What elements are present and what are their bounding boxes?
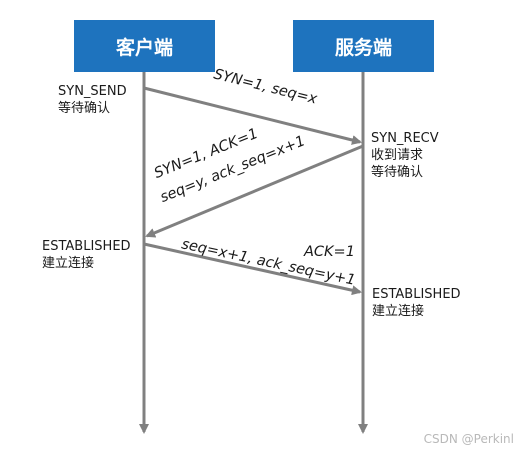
client-title: 客户端 (115, 36, 173, 59)
server-state-established: ESTABLISHED 建立连接 (372, 286, 461, 320)
server-established-desc: 建立连接 (372, 304, 425, 319)
client-syn-send-desc: 等待确认 (58, 101, 111, 116)
server-syn-recv-desc1: 收到请求 (371, 148, 424, 163)
client-established-label: ESTABLISHED (42, 239, 131, 254)
syn-ack-arrow (145, 144, 364, 238)
server-box: 服务端 (293, 20, 434, 72)
ack-arrow (143, 242, 362, 296)
server-title: 服务端 (334, 36, 392, 59)
server-syn-recv-label: SYN_RECV (371, 131, 439, 146)
server-syn-recv-desc2: 等待确认 (371, 165, 424, 180)
watermark: CSDN @Perkinl (423, 432, 514, 446)
step3-label-line1: ACK=1 (304, 244, 355, 260)
server-established-label: ESTABLISHED (372, 287, 461, 302)
client-box: 客户端 (74, 20, 215, 72)
server-state-syn-recv: SYN_RECV 收到请求 等待确认 (371, 130, 439, 181)
client-established-desc: 建立连接 (42, 256, 95, 271)
syn-arrow (143, 86, 362, 145)
client-syn-send-label: SYN_SEND (58, 84, 127, 99)
client-state-syn-send: SYN_SEND 等待确认 (58, 83, 127, 117)
client-state-established: ESTABLISHED 建立连接 (42, 238, 131, 272)
